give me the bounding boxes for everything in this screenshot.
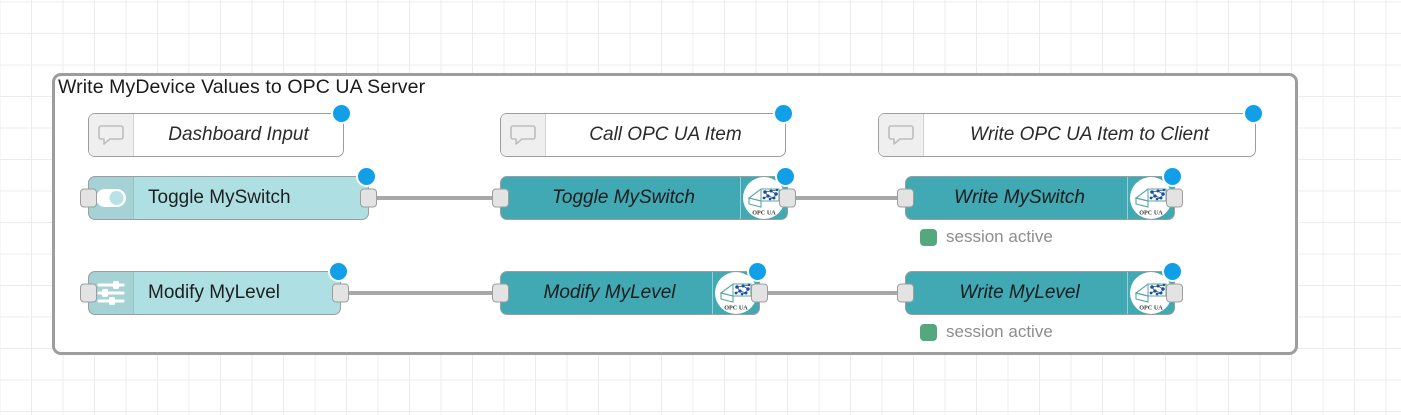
node-label: Modify MyLevel xyxy=(543,282,676,303)
selection-handle[interactable] xyxy=(328,261,349,282)
flow-group-title: Write MyDevice Values to OPC UA Server xyxy=(58,76,426,98)
comment-bubble-icon xyxy=(89,114,134,156)
selection-handle[interactable] xyxy=(1162,166,1183,187)
status-text: session active xyxy=(946,322,1053,341)
comment-label: Dashboard Input xyxy=(168,124,309,145)
comment-label: Write OPC UA Item to Client xyxy=(970,124,1209,145)
wire-toggle-call-to-write[interactable] xyxy=(779,196,908,200)
selection-handle[interactable] xyxy=(331,103,352,124)
status-line-write-myswitch: session active xyxy=(920,227,1053,247)
comment-bubble-icon xyxy=(879,114,924,156)
output-port[interactable] xyxy=(332,283,349,303)
selection-handle[interactable] xyxy=(356,166,377,187)
input-port[interactable] xyxy=(897,188,914,208)
output-port[interactable] xyxy=(779,188,796,208)
selection-handle[interactable] xyxy=(773,103,794,124)
node-write-mylevel-opcua-client[interactable]: Write MyLevel xyxy=(897,261,1183,315)
status-text: session active xyxy=(946,227,1053,246)
wire-toggle-dashboard-to-call[interactable] xyxy=(369,196,503,200)
selection-handle[interactable] xyxy=(1162,261,1183,282)
comment-node-dashboard-input[interactable]: Dashboard Input xyxy=(88,103,352,157)
node-toggle-myswitch-dashboard[interactable]: Toggle MySwitch xyxy=(80,166,377,220)
svg-text:OPC UA: OPC UA xyxy=(752,210,776,217)
input-port[interactable] xyxy=(80,283,97,303)
selection-handle[interactable] xyxy=(747,261,768,282)
input-port[interactable] xyxy=(492,188,509,208)
wire-level-call-to-write[interactable] xyxy=(751,291,908,295)
toggle-switch-icon xyxy=(89,177,134,219)
node-label: Write MySwitch xyxy=(954,187,1085,208)
node-modify-mylevel-opcua-item[interactable]: Modify MyLevel xyxy=(492,261,768,315)
comment-node-write-opc-ua-item-to-client[interactable]: Write OPC UA Item to Client xyxy=(878,103,1264,157)
node-toggle-myswitch-opcua-item[interactable]: Toggle MySwitch xyxy=(492,166,796,220)
comment-node-call-opc-ua-item[interactable]: Call OPC UA Item xyxy=(500,103,794,157)
input-port[interactable] xyxy=(897,283,914,303)
output-port[interactable] xyxy=(1166,283,1183,303)
wire-level-dashboard-to-call[interactable] xyxy=(341,291,503,295)
status-indicator-dot xyxy=(920,228,937,246)
node-write-myswitch-opcua-client[interactable]: Write MySwitch xyxy=(897,166,1183,220)
status-indicator-dot xyxy=(920,323,937,341)
comment-label: Call OPC UA Item xyxy=(589,124,742,145)
comment-bubble-icon xyxy=(501,114,546,156)
node-label: Toggle MySwitch xyxy=(148,187,291,208)
node-modify-mylevel-dashboard[interactable]: Modify MyLevel xyxy=(80,261,349,315)
svg-text:OPC UA: OPC UA xyxy=(1139,210,1163,217)
node-label: Toggle MySwitch xyxy=(552,187,695,208)
output-port[interactable] xyxy=(751,283,768,303)
svg-text:OPC UA: OPC UA xyxy=(1139,305,1163,312)
selection-handle[interactable] xyxy=(1243,103,1264,124)
status-line-write-mylevel: session active xyxy=(920,322,1053,342)
node-label: Write MyLevel xyxy=(959,282,1080,303)
input-port[interactable] xyxy=(80,188,97,208)
node-label: Modify MyLevel xyxy=(148,282,280,303)
svg-text:OPC UA: OPC UA xyxy=(724,305,748,312)
output-port[interactable] xyxy=(1166,188,1183,208)
selection-handle[interactable] xyxy=(775,166,796,187)
input-port[interactable] xyxy=(492,283,509,303)
output-port[interactable] xyxy=(360,188,377,208)
